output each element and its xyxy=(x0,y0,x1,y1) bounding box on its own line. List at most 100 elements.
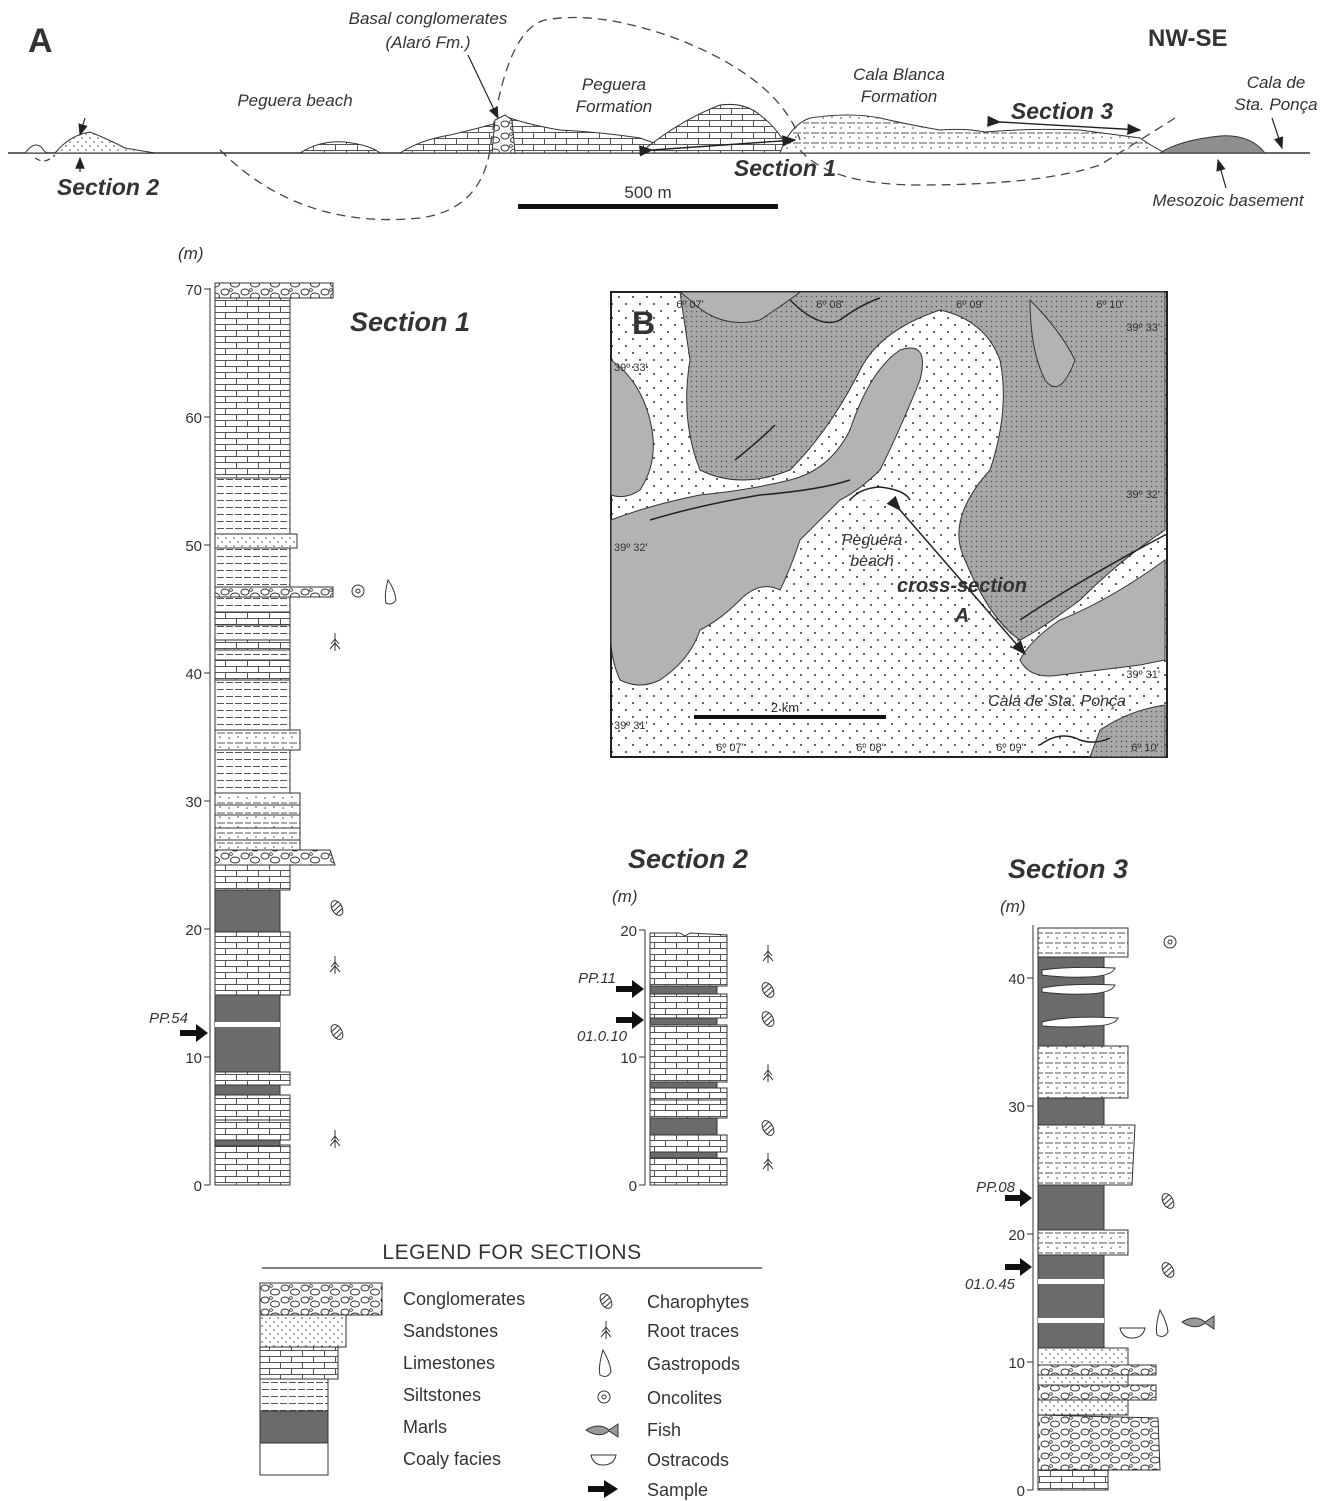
section3-label-a: Section 3 xyxy=(1011,98,1113,124)
legend-lithology: Coaly facies xyxy=(403,1449,501,1469)
map-fault-2 xyxy=(734,424,776,461)
sample-arrow-icon xyxy=(1005,1189,1032,1207)
oncolite-icon xyxy=(1163,935,1177,949)
ostracod-icon xyxy=(1119,1327,1146,1339)
bed-siltstone xyxy=(214,749,291,794)
section1-tick-label: 60 xyxy=(185,410,202,427)
map-cross-section-label: cross-section xyxy=(897,575,1027,597)
bed-conglomerate xyxy=(214,282,334,299)
bed-sandstone xyxy=(214,839,301,851)
section1-tick-label: 70 xyxy=(185,282,202,299)
bed-siltstone xyxy=(214,679,291,731)
bed-marl xyxy=(1037,1184,1105,1231)
bed-sandstone xyxy=(214,533,298,549)
map-top-tick: 6º 07' xyxy=(676,299,704,311)
panel-b-letter: B xyxy=(632,305,655,341)
map-bottom-tick: 6º 09' xyxy=(996,742,1024,754)
map-left-tick: 39º 33' xyxy=(614,362,648,374)
legend-swatch-siltstones xyxy=(259,1378,329,1412)
bed-marl xyxy=(1037,1254,1105,1349)
fold-trace-west xyxy=(34,154,56,162)
bed-siltstone xyxy=(214,547,291,588)
sample-label: 01.0.10 xyxy=(577,1028,628,1045)
bed-silty-sandstone xyxy=(1037,1045,1129,1099)
outcrop xyxy=(23,144,49,154)
bed-conglomerate xyxy=(1037,1414,1161,1471)
sample-label: 01.0.45 xyxy=(965,1276,1016,1293)
legend-swatch-sandstones xyxy=(259,1314,347,1348)
bed-sandstone xyxy=(1037,1399,1129,1416)
map-peguera-label: Peguera xyxy=(842,532,903,549)
peguera-beach-label: Peguera beach xyxy=(237,91,352,110)
section1-tick-label: 50 xyxy=(185,538,202,555)
bed-sandstone xyxy=(1037,1347,1129,1366)
bed-siltstone xyxy=(214,649,291,661)
sample-arrow-icon xyxy=(1005,1258,1032,1276)
map-thrust xyxy=(789,297,881,324)
section1-column: (m) Section 1 0 10 20 30 40 50 60 70 xyxy=(149,244,470,1195)
root-traces-icon xyxy=(762,945,774,963)
bed-limestone xyxy=(214,611,291,626)
section2-tick-label: 10 xyxy=(620,1050,637,1067)
bed-marl xyxy=(214,889,281,933)
bed-sandstone xyxy=(214,814,301,829)
section3-column: Section 3 (m) 0 10 20 30 40 xyxy=(965,854,1215,1500)
coastline-cala xyxy=(1039,735,1111,746)
legend-symbol: Oncolites xyxy=(647,1388,722,1408)
map-unit-dark xyxy=(679,291,1166,641)
bed-siltstone xyxy=(214,596,291,613)
legend-title: LEGEND FOR SECTIONS xyxy=(382,1241,641,1264)
legend-symbol: Gastropods xyxy=(647,1354,740,1374)
bed-marl xyxy=(214,994,281,1073)
peguera-formation-label: Peguera xyxy=(582,75,646,94)
basal-conglomerates-label-2: (Alaró Fm.) xyxy=(386,33,471,52)
panel-a-letter: A xyxy=(28,22,53,60)
bed-conglomerate xyxy=(1037,1364,1157,1376)
bed-limestone xyxy=(214,659,291,681)
section3-title: Section 3 xyxy=(1008,854,1128,884)
section3-tick-label: 30 xyxy=(1008,1099,1025,1116)
sample-arrow-icon xyxy=(180,1024,208,1042)
root-traces-icon xyxy=(762,1153,774,1171)
legend-symbol: Fish xyxy=(647,1420,681,1440)
legend: LEGEND FOR SECTIONS Conglomerates Sandst… xyxy=(259,1241,762,1500)
fold-trace-east xyxy=(799,117,1176,186)
bed-conglomerate xyxy=(214,586,334,598)
bed-marl xyxy=(1037,1097,1105,1126)
section1-title: Section 1 xyxy=(350,307,470,337)
bed-marl xyxy=(649,985,718,995)
bed-limestone xyxy=(214,931,291,996)
charophyte-icon xyxy=(1161,1262,1175,1278)
bed-limestone xyxy=(649,1024,728,1083)
map-right-tick: 39º 31' xyxy=(1126,669,1160,681)
panel-b-map: B 6º 07' 6º 08' 6º 09' 6º 10' 6º 07' 6º … xyxy=(610,291,1168,758)
legend-swatch-limestones xyxy=(259,1346,339,1380)
bed-silty-sandstone xyxy=(1037,927,1129,958)
bed-sandstone xyxy=(1037,1374,1129,1386)
map-fault-3 xyxy=(1019,534,1166,621)
bed-marl xyxy=(649,1117,718,1136)
oncolite-icon xyxy=(351,584,365,598)
gastropod-icon xyxy=(384,578,397,605)
bed-siltstone xyxy=(214,624,291,641)
section3-tick-label: 10 xyxy=(1008,1355,1025,1372)
charophyte-icon xyxy=(330,900,344,916)
sample-arrow-icon xyxy=(616,1011,644,1029)
section1-ticks xyxy=(204,288,210,1186)
section2-unit: (m) xyxy=(612,887,637,906)
scale-500m-label: 500 m xyxy=(624,183,671,202)
section1-extent xyxy=(639,135,797,157)
fold-trace xyxy=(219,16,801,221)
legend-swatch-coaly xyxy=(259,1442,329,1476)
map-unit-grey-south xyxy=(610,347,923,686)
section1-unit: (m) xyxy=(178,244,203,263)
section1-tick-label: 0 xyxy=(194,1178,202,1195)
charophyte-icon xyxy=(761,982,775,998)
map-bottom-tick: 6º 10' xyxy=(1131,742,1159,754)
legend-swatch-conglomerates xyxy=(259,1282,383,1316)
legend-lithology: Sandstones xyxy=(403,1321,498,1341)
bed-limestone xyxy=(214,297,291,479)
bed-conglomerate xyxy=(214,849,336,866)
charophyte-icon xyxy=(761,1011,775,1027)
legend-symbol: Root traces xyxy=(647,1321,739,1341)
